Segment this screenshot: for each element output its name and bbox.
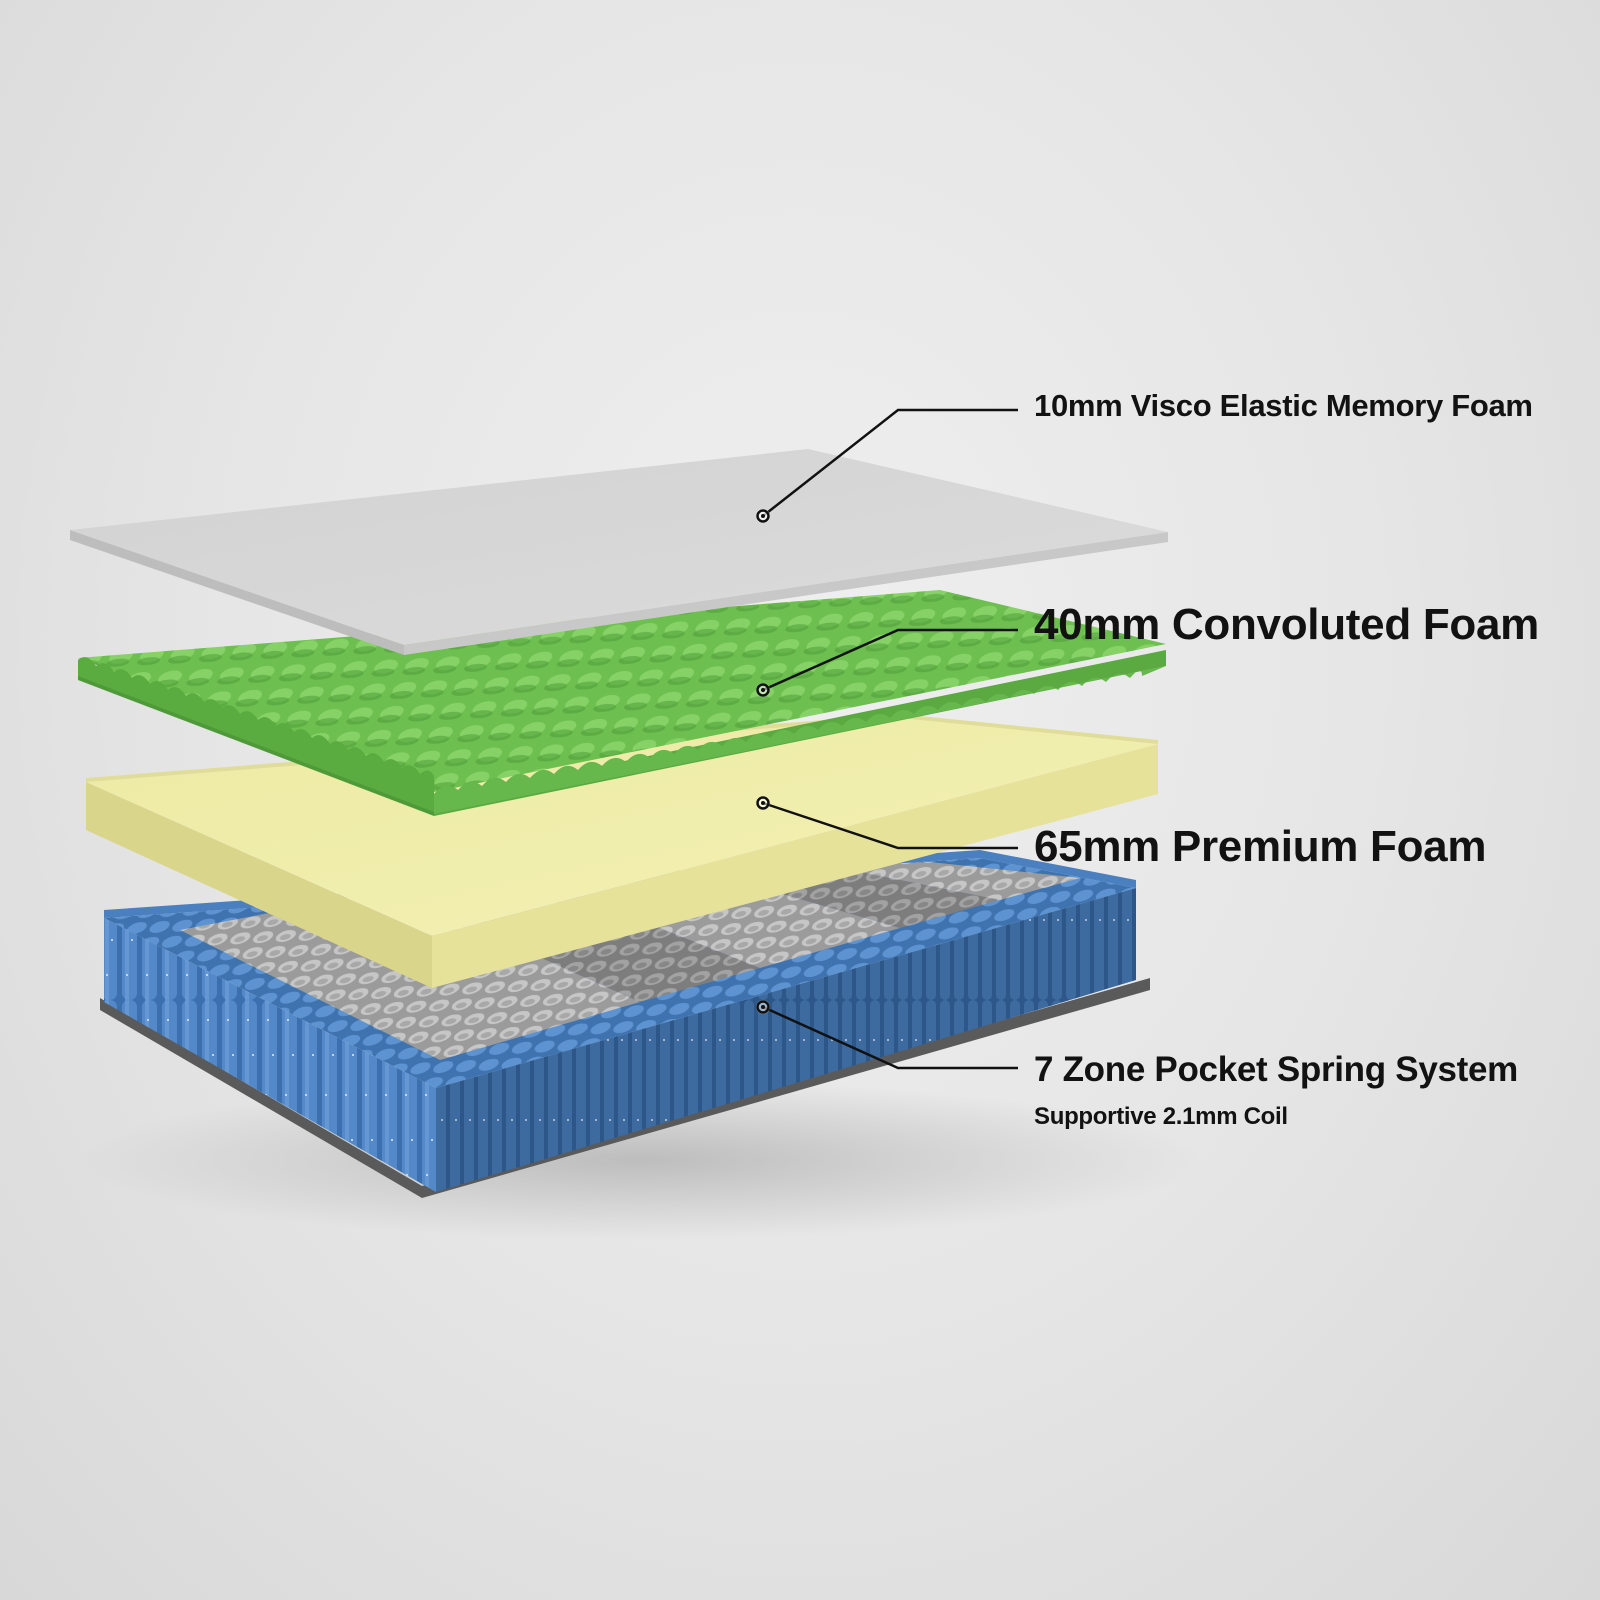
layer-visco	[70, 449, 1168, 655]
leader-convoluted	[762, 628, 1018, 692]
convoluted-front-edge	[78, 657, 434, 812]
label-convoluted-foam: 40mm Convoluted Foam	[1034, 600, 1539, 649]
leader-visco	[762, 408, 1018, 517]
dot-convoluted	[756, 683, 770, 697]
spring-front-side	[104, 918, 436, 1192]
spring-right-side	[436, 888, 1136, 1192]
layer-convoluted	[78, 590, 1166, 816]
leader-premium	[762, 801, 1018, 850]
label-premium-foam: 65mm Premium Foam	[1034, 822, 1487, 871]
visco-front-side	[70, 530, 404, 655]
visco-right-side	[404, 532, 1168, 655]
premium-right-side	[432, 744, 1158, 988]
visco-top	[70, 449, 1168, 645]
spring-side-shade	[436, 888, 1136, 1192]
convoluted-top	[78, 590, 1166, 792]
label-pocket-spring-system: 7 Zone Pocket Spring System	[1034, 1050, 1518, 1089]
dot-spring	[756, 1000, 770, 1014]
leader-dots	[756, 509, 770, 1014]
leader-spring	[762, 1005, 1018, 1070]
label-visco-memory-foam: 10mm Visco Elastic Memory Foam	[1034, 388, 1533, 423]
dot-visco	[756, 509, 770, 523]
dot-premium	[756, 796, 770, 810]
convoluted-right-edge	[434, 666, 1166, 814]
label-coil-subtitle: Supportive 2.1mm Coil	[1034, 1103, 1288, 1130]
leader-lines	[762, 408, 1018, 1070]
premium-front-side	[86, 782, 432, 988]
spring-zone-light-right	[830, 862, 1080, 900]
